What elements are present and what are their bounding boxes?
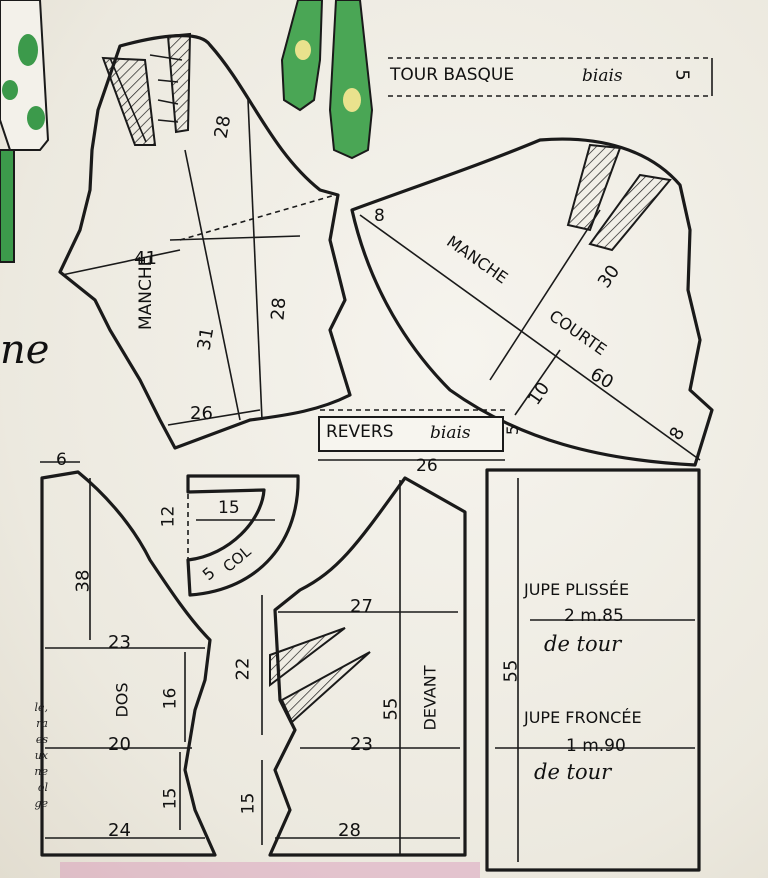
jupe-plissee-amount: 2 m.85	[564, 606, 624, 626]
revers-width: 5	[503, 424, 523, 436]
dos-lower: 15	[160, 787, 181, 810]
margin-text: le, ra es ux ne ol ge	[0, 700, 48, 812]
margin-line: ux	[34, 749, 48, 762]
margin-line: ge	[34, 797, 48, 810]
jupe-froncee-title: JUPE FRONCÉE	[524, 708, 642, 727]
dos-bust: 23	[108, 632, 131, 653]
dos-title: DOS	[112, 682, 132, 718]
devant-lower: 15	[238, 792, 259, 815]
jupe-froncee-note: de tour	[534, 760, 612, 784]
piece-revers-dims	[318, 409, 505, 461]
piece-col	[186, 474, 300, 597]
margin-line: ne	[34, 765, 48, 778]
piece-tour-basque	[388, 57, 713, 97]
revers-title: REVERS	[326, 422, 394, 442]
margin-line: ol	[37, 781, 48, 794]
manche-courte-corner-top: 8	[374, 206, 385, 226]
dos-side: 16	[160, 687, 181, 710]
col-depth: 12	[158, 505, 179, 528]
col-width: 15	[218, 498, 240, 518]
margin-line: es	[35, 733, 48, 746]
jupe-plissee-title: JUPE PLISSÉE	[524, 580, 630, 599]
devant-title: DEVANT	[420, 665, 440, 731]
jupe-height: 55	[500, 659, 522, 683]
devant-length: 55	[380, 697, 402, 721]
dos-bottom: 24	[108, 820, 131, 841]
shoe-illustration	[280, 0, 374, 160]
manche-bottom-dim: 26	[190, 403, 213, 424]
dress-illustration-left	[0, 0, 50, 263]
jupe-plissee-note: de tour	[544, 632, 622, 656]
jupe-froncee-amount: 1 m.90	[566, 736, 626, 756]
dos-waist: 20	[108, 734, 131, 755]
tour-basque-note: biais	[582, 66, 623, 86]
piece-manche-courte	[350, 137, 714, 467]
edge-letter: ne	[0, 327, 50, 373]
piece-jupe	[485, 468, 701, 872]
tour-basque-title: TOUR BASQUE	[390, 65, 515, 85]
manche-side-dim: 28	[267, 296, 291, 322]
revers-note: biais	[430, 423, 471, 443]
devant-waist: 23	[350, 734, 373, 755]
piece-devant	[261, 476, 467, 857]
dos-shoulder: 6	[56, 450, 67, 470]
margin-line: le,	[34, 701, 48, 714]
devant-dart-zone: 22	[232, 657, 254, 681]
revers-length: 26	[416, 456, 438, 476]
print-bleed-strip	[60, 862, 480, 878]
manche-width-dim: 41	[134, 248, 157, 269]
piece-manche	[58, 32, 352, 450]
piece-dos	[40, 461, 217, 857]
tour-basque-width: 5	[671, 69, 693, 81]
dos-height: 38	[72, 569, 94, 593]
devant-bottom: 28	[338, 820, 361, 841]
manche-height-dim: 31	[193, 325, 219, 353]
margin-line: ra	[36, 717, 48, 730]
manche-top-dim: 28	[210, 113, 236, 141]
revers-box	[318, 416, 504, 452]
devant-bust: 27	[350, 596, 373, 617]
